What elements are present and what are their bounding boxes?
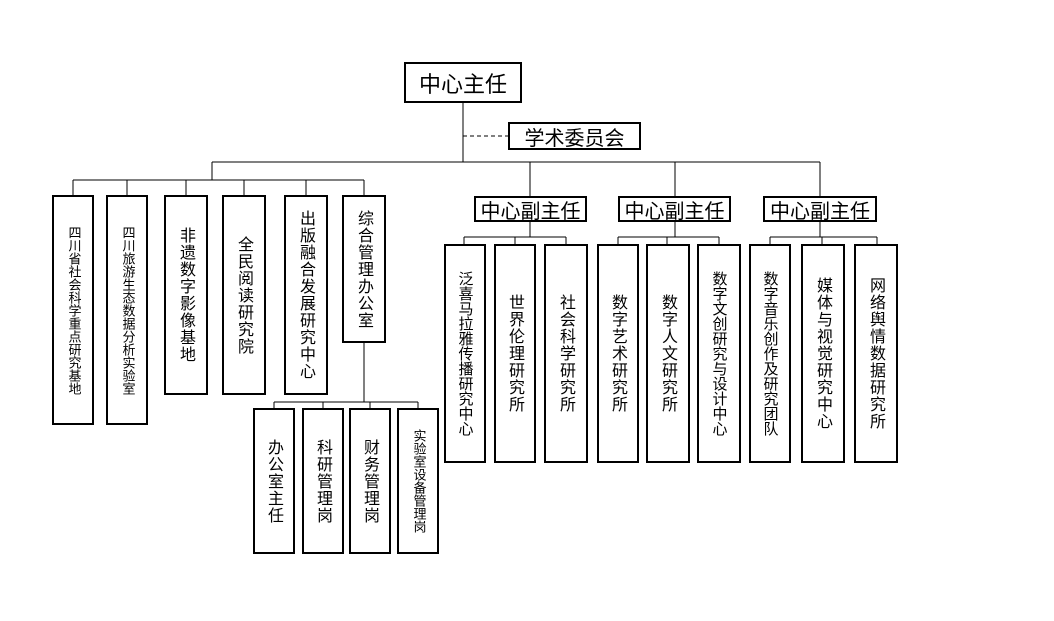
office-finance-mgmt: 财务管理岗: [349, 408, 391, 554]
unit-media-visual-center: 媒体与视觉研究中心: [801, 244, 845, 463]
unit-digital-humanities-institute: 数字人文研究所: [646, 244, 690, 463]
unit-admin-office: 综合管理办公室: [342, 195, 386, 343]
office-lab-equipment-mgmt: 实验室设备管理岗: [397, 408, 439, 554]
unit-digital-creative-center: 数字文创研究与设计中心: [697, 244, 741, 463]
unit-heritage-imaging-base: 非遗数字影像基地: [164, 195, 208, 395]
office-director: 办公室主任: [253, 408, 295, 554]
unit-world-ethics-institute: 世界伦理研究所: [494, 244, 536, 463]
committee-box: 学术委员会: [508, 122, 641, 150]
deputy-director-1: 中心副主任: [474, 196, 587, 223]
deputy-director-3: 中心副主任: [763, 196, 877, 223]
unit-public-opinion-institute: 网络舆情数据研究所: [854, 244, 898, 463]
office-research-mgmt: 科研管理岗: [302, 408, 344, 554]
unit-sichuan-tourism-lab: 四川旅游生态数据分析实验室: [106, 195, 148, 425]
unit-digital-art-institute: 数字艺术研究所: [597, 244, 639, 463]
unit-social-science-institute: 社会科学研究所: [544, 244, 588, 463]
unit-publishing-center: 出版融合发展研究中心: [284, 195, 328, 395]
unit-digital-music-team: 数字音乐创作及研究团队: [749, 244, 791, 463]
director-box: 中心主任: [404, 62, 522, 103]
deputy-director-2: 中心副主任: [618, 196, 731, 223]
unit-reading-institute: 全民阅读研究院: [222, 195, 266, 395]
unit-himalaya-comm-center: 泛喜马拉雅传播研究中心: [444, 244, 486, 463]
unit-sichuan-social-science-base: 四川省社会科学重点研究基地: [52, 195, 94, 425]
